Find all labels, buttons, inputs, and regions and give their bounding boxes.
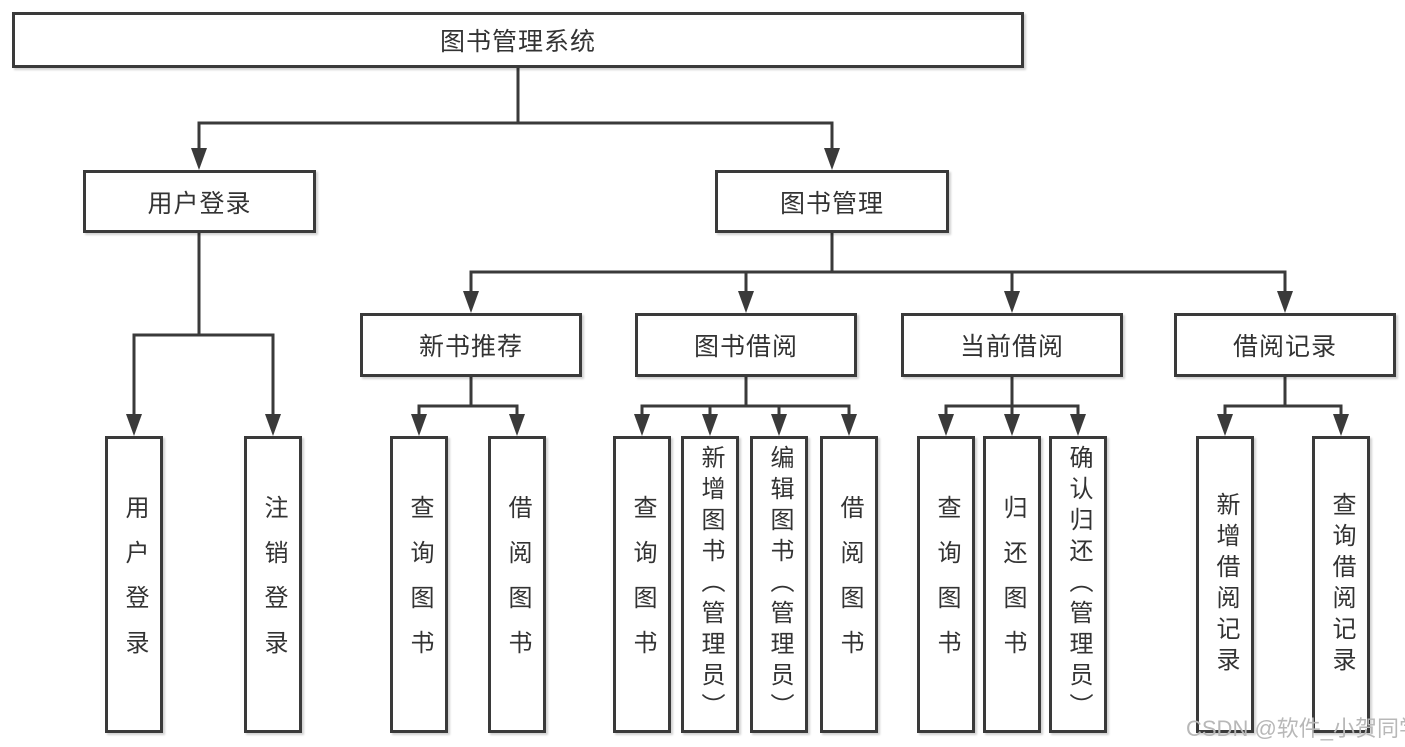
leaf-query-books-current: 查询图书	[917, 436, 975, 733]
watermark: CSDN @软件_小贺同学	[1186, 716, 1405, 741]
leaf-confirm-return-admin: 确认归还（管理员）	[1049, 436, 1107, 733]
node-book-borrow: 图书借阅	[635, 313, 857, 377]
leaf-borrow-books: 借阅图书	[820, 436, 878, 733]
node-label: 图书管理系统	[439, 28, 596, 56]
leaf-logout: 注销登录	[244, 436, 302, 733]
node-label: 新增图书（管理员）	[697, 445, 724, 724]
leaf-query-books-recommend: 查询图书	[390, 436, 448, 733]
node-label: 借阅图书	[504, 494, 531, 675]
node-label: 当前借阅	[959, 333, 1064, 361]
node-label: 查询图书	[406, 494, 433, 675]
node-label: 用户登录	[147, 189, 252, 218]
leaf-query-books-borrow: 查询图书	[613, 436, 671, 733]
node-new-book-recommend: 新书推荐	[360, 313, 582, 377]
node-label: 用户登录	[121, 494, 148, 675]
leaf-user-login: 用户登录	[105, 436, 163, 733]
node-label: 新增借阅记录	[1212, 491, 1239, 678]
node-root: 图书管理系统	[12, 12, 1024, 68]
node-label: 借阅图书	[836, 494, 863, 675]
leaf-query-borrow-record: 查询借阅记录	[1312, 436, 1370, 733]
node-label: 新书推荐	[418, 333, 523, 361]
node-user-login: 用户登录	[83, 170, 316, 233]
leaf-add-borrow-record: 新增借阅记录	[1196, 436, 1254, 733]
node-label: 查询借阅记录	[1328, 491, 1355, 678]
arrowheads	[126, 148, 1349, 436]
node-label: 确认归还（管理员）	[1065, 445, 1092, 724]
leaf-edit-book-admin: 编辑图书（管理员）	[750, 436, 808, 733]
leaf-add-book-admin: 新增图书（管理员）	[681, 436, 739, 733]
node-label: 图书借阅	[693, 333, 798, 361]
node-label: 查询图书	[629, 494, 656, 675]
node-label: 查询图书	[933, 494, 960, 675]
node-book-management: 图书管理	[715, 170, 949, 233]
node-label: 编辑图书（管理员）	[766, 445, 793, 724]
node-label: 归还图书	[999, 494, 1026, 675]
node-borrow-records: 借阅记录	[1174, 313, 1396, 377]
leaf-return-book: 归还图书	[983, 436, 1041, 733]
node-label: 借阅记录	[1232, 333, 1337, 361]
leaf-borrow-books-recommend: 借阅图书	[488, 436, 546, 733]
node-label: 图书管理	[779, 189, 884, 218]
node-current-borrow: 当前借阅	[901, 313, 1123, 377]
node-label: 注销登录	[260, 494, 287, 675]
